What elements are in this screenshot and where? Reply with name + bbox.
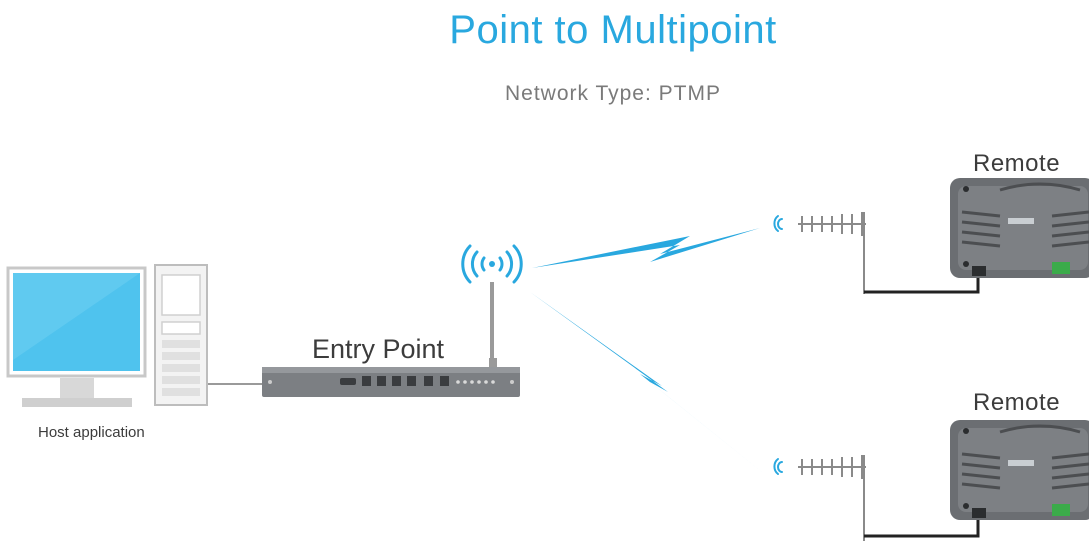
wireless-link-remote-1 bbox=[532, 228, 760, 268]
remote-1-device-icon bbox=[950, 178, 1089, 278]
remote-1-antenna-icon bbox=[773, 212, 980, 294]
host-application-label: Host application bbox=[38, 424, 145, 441]
page-subtitle: Network Type: PTMP bbox=[504, 82, 721, 105]
remote-2-antenna-icon bbox=[773, 455, 980, 541]
remote-2-device-icon bbox=[950, 420, 1089, 520]
remote-1-label: Remote bbox=[973, 150, 1061, 177]
entry-point-label: Entry Point bbox=[312, 334, 445, 364]
remote-2-label: Remote bbox=[973, 389, 1061, 416]
entry-point-router-icon bbox=[262, 282, 520, 397]
host-tower-icon bbox=[154, 264, 208, 406]
host-monitor-icon bbox=[6, 266, 147, 407]
wireless-link-remote-2 bbox=[530, 292, 762, 472]
page-title: Point to Multipoint bbox=[449, 8, 777, 52]
entry-point-signal-icon bbox=[461, 244, 523, 284]
